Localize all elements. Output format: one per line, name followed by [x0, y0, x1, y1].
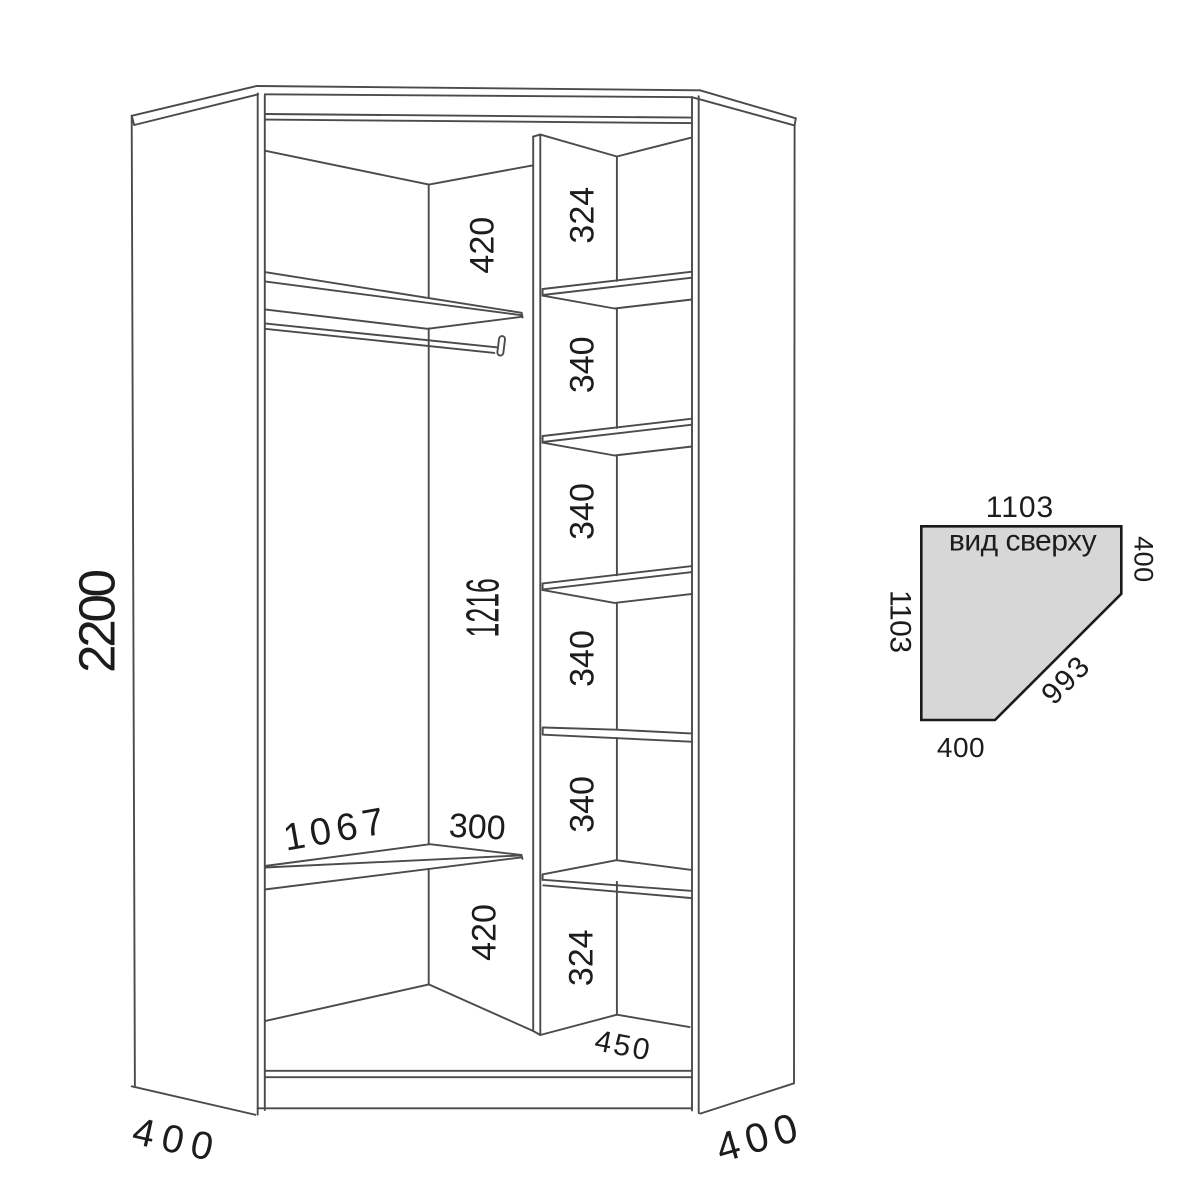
svg-text:340: 340 [563, 776, 601, 833]
svg-text:300: 300 [448, 807, 507, 848]
svg-text:340: 340 [563, 483, 601, 540]
svg-text:324: 324 [563, 929, 601, 986]
svg-text:1216: 1216 [457, 578, 508, 637]
svg-text:420: 420 [464, 217, 502, 274]
svg-text:1103: 1103 [986, 491, 1055, 524]
svg-text:340: 340 [563, 630, 601, 687]
svg-text:400: 400 [1128, 536, 1158, 583]
svg-text:2200: 2200 [68, 570, 125, 672]
svg-text:324: 324 [563, 187, 601, 244]
svg-text:вид сверху: вид сверху [949, 525, 1097, 558]
svg-text:420: 420 [465, 904, 503, 961]
svg-text:340: 340 [563, 336, 601, 393]
svg-text:400: 400 [937, 732, 985, 763]
svg-text:1103: 1103 [884, 590, 917, 653]
